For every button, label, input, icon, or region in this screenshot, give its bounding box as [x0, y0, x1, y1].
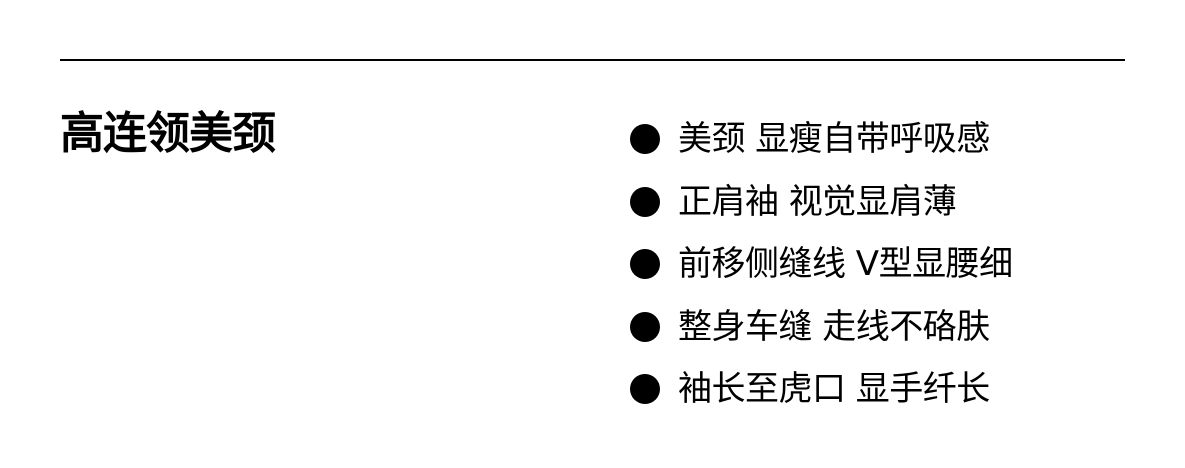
bullet-icon [630, 374, 660, 405]
feature-text: 袖长至虎口 显手纤长 [678, 369, 990, 410]
bullet-icon [630, 249, 660, 280]
feature-text: 前移侧缝线 V型显腰细 [678, 244, 1013, 285]
feature-item-1: 美颈 显瘦自带呼吸感 [630, 108, 1013, 171]
bullet-icon [630, 311, 660, 342]
feature-item-5: 袖长至虎口 显手纤长 [630, 358, 1013, 421]
feature-text: 美颈 显瘦自带呼吸感 [678, 119, 990, 160]
bullet-icon [630, 186, 660, 217]
feature-list: 美颈 显瘦自带呼吸感 正肩袖 视觉显肩薄 前移侧缝线 V型显腰细 整身车缝 走线… [630, 108, 1013, 421]
feature-text: 整身车缝 走线不硌肤 [678, 306, 990, 347]
top-divider [60, 59, 1125, 61]
feature-item-2: 正肩袖 视觉显肩薄 [630, 171, 1013, 234]
section-title: 高连领美颈 [60, 108, 276, 159]
feature-item-4: 整身车缝 走线不硌肤 [630, 296, 1013, 359]
bullet-icon [630, 124, 660, 155]
feature-text: 正肩袖 视觉显肩薄 [678, 181, 957, 222]
feature-item-3: 前移侧缝线 V型显腰细 [630, 233, 1013, 296]
